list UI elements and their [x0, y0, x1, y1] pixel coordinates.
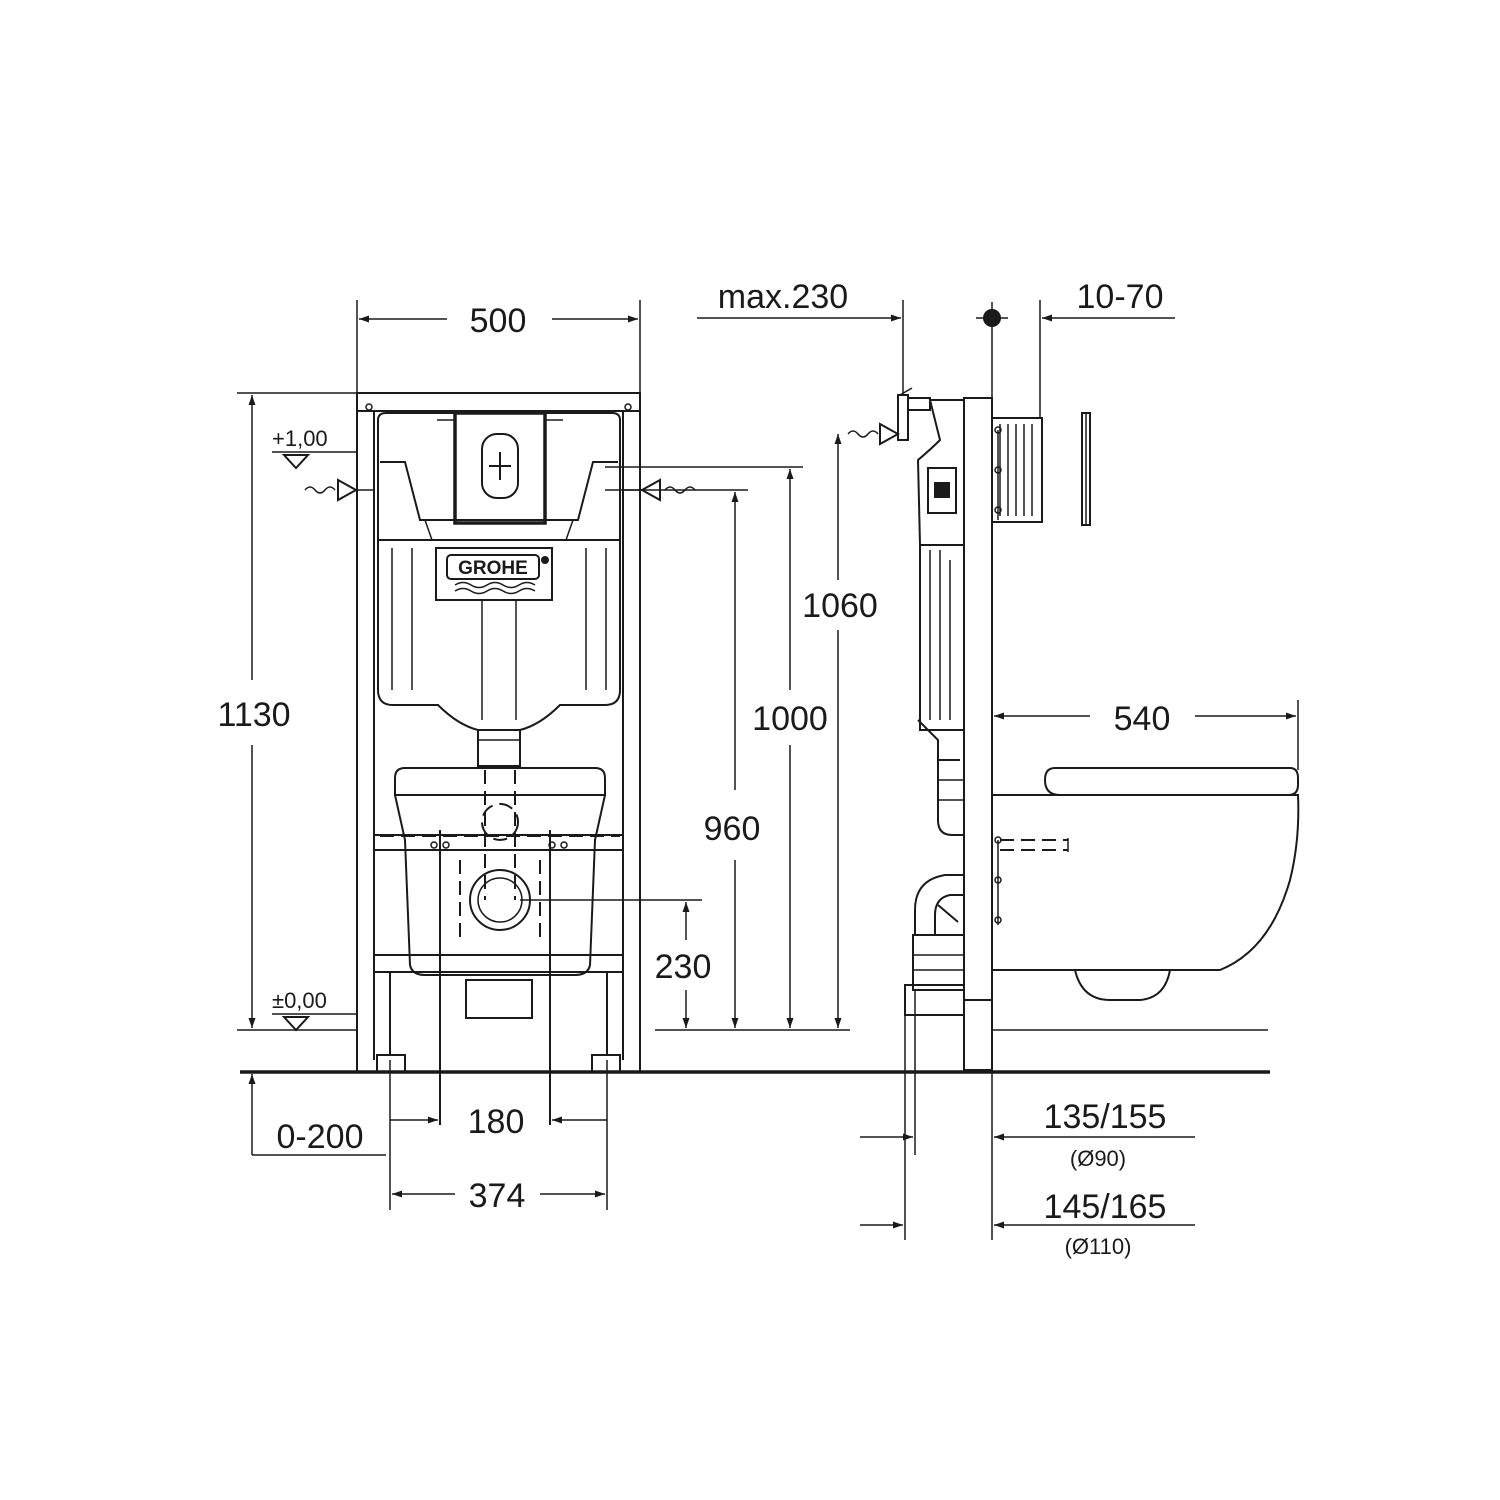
front-view: GROHE — [217, 300, 1270, 1215]
cistern — [377, 412, 621, 767]
dimension-height-1000: 1000 — [605, 466, 828, 1028]
svg-text:10-70: 10-70 — [1077, 278, 1164, 316]
svg-text:0-200: 0-200 — [277, 1118, 364, 1156]
svg-text:1060: 1060 — [802, 587, 878, 625]
dimension-height-1060: 1060 — [802, 434, 878, 1028]
dimension-max-230: max.230 — [697, 278, 904, 395]
svg-text:±0,00: ±0,00 — [272, 988, 327, 1013]
dimension-foot-374: 374 — [392, 1177, 605, 1215]
side-flush-actuator — [991, 412, 1091, 526]
svg-text:180: 180 — [468, 1103, 525, 1141]
svg-text:135/155: 135/155 — [1044, 1098, 1167, 1136]
wc-bowl-side — [992, 767, 1300, 1001]
dimension-stud-180: 180 — [389, 1060, 608, 1210]
dimension-depth-540: 540 — [994, 700, 1299, 770]
dimension-outlet-110: 145/165 (Ø110) — [860, 1188, 1195, 1259]
side-frame — [963, 397, 1268, 1071]
svg-text:500: 500 — [470, 302, 527, 340]
level-marker-bottom: ±0,00 — [272, 988, 357, 1032]
dimension-height-960: 960 — [605, 489, 761, 1028]
svg-text:1000: 1000 — [752, 700, 828, 738]
svg-text:GROHE: GROHE — [458, 558, 528, 579]
svg-text:+1,00: +1,00 — [272, 426, 328, 451]
dimension-wall-10-70: 10-70 — [1039, 278, 1175, 418]
svg-text:(Ø90): (Ø90) — [1070, 1146, 1126, 1171]
svg-text:(Ø110): (Ø110) — [1065, 1234, 1132, 1259]
side-water-inlet-icon — [847, 387, 931, 446]
water-inlet-left-icon — [304, 478, 375, 502]
dimension-width-500: 500 — [356, 300, 641, 393]
flush-plate — [437, 411, 563, 525]
dimension-floor-adjust: 0-200 — [248, 1074, 386, 1156]
svg-text:540: 540 — [1114, 700, 1171, 738]
svg-text:1130: 1130 — [217, 696, 290, 734]
side-cistern — [916, 399, 965, 836]
svg-text:960: 960 — [704, 810, 761, 848]
side-view: max.230 10-70 540 135/155 (Ø — [697, 278, 1300, 1259]
installation-frame — [356, 392, 641, 1073]
dimension-outlet-90: 135/155 (Ø90) — [860, 1070, 1195, 1240]
svg-text:374: 374 — [469, 1177, 526, 1215]
svg-text:145/165: 145/165 — [1044, 1188, 1167, 1226]
dimension-outlet-230: 230 — [520, 899, 712, 1028]
level-marker-top: +1,00 — [272, 426, 357, 470]
svg-text:max.230: max.230 — [718, 278, 848, 316]
side-drain-pipe — [904, 874, 965, 1240]
wall-reference-marker — [976, 302, 1008, 398]
svg-text:230: 230 — [655, 948, 712, 986]
dimension-height-1130: 1130 — [217, 392, 357, 1028]
grohe-logo: GROHE — [435, 547, 553, 601]
